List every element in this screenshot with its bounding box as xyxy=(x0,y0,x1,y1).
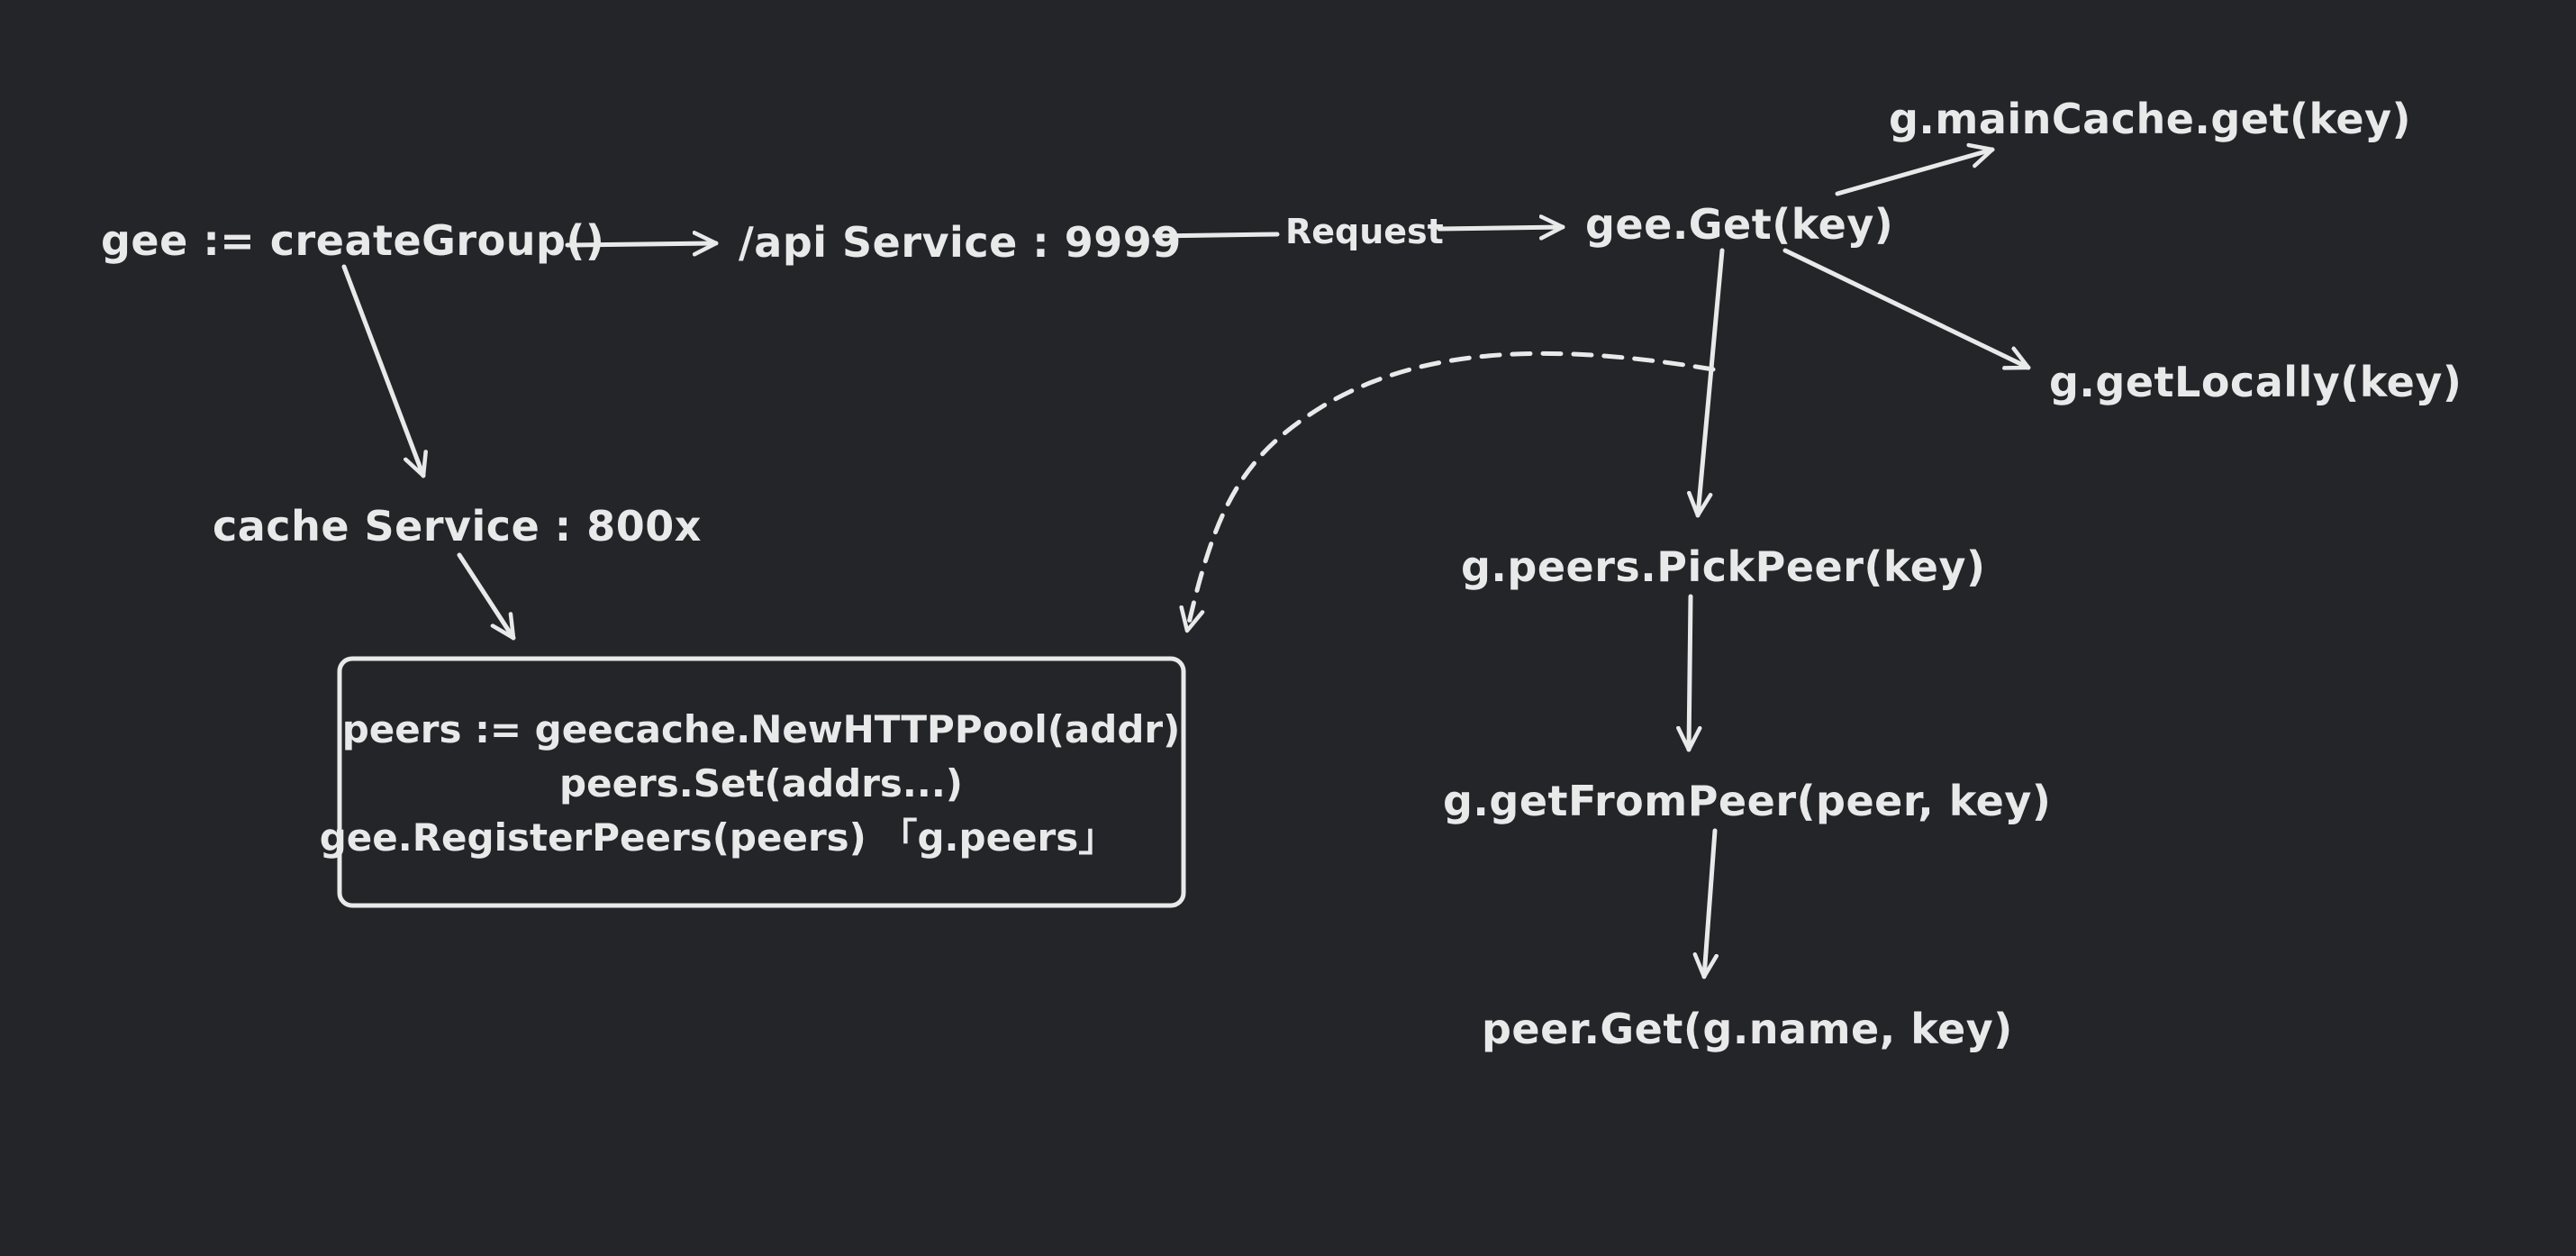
node-peer-get: peer.Get(g.name, key) xyxy=(1482,1005,2013,1053)
node-gee-get: gee.Get(key) xyxy=(1585,200,1893,249)
edge-api-to-request xyxy=(1152,232,1280,239)
setup-box-line-2: peers.Set(addrs...) xyxy=(559,761,963,805)
edges xyxy=(341,150,2031,979)
node-cache-service: cache Service : 800x xyxy=(213,502,702,551)
setup-box-line-3: gee.RegisterPeers(peers) 「g.peers」 xyxy=(320,815,1117,860)
edge-gee-get-to-get-locally xyxy=(1782,248,2031,368)
edge-gee-get-to-main-cache xyxy=(1835,150,1995,196)
edge-pick-peer-to-get-from-peer xyxy=(1689,594,1691,752)
node-create-group: gee := createGroup() xyxy=(101,216,604,265)
node-get-locally: g.getLocally(key) xyxy=(2049,358,2462,406)
node-api-service: /api Service : 9999 xyxy=(739,218,1182,267)
edge-request-to-gee-get xyxy=(1437,227,1565,229)
setup-box xyxy=(337,656,1186,908)
edge-get-from-peer-to-peer-get xyxy=(1704,828,1715,979)
node-main-cache-get: g.mainCache.get(key) xyxy=(1889,95,2411,143)
edge-dashed-return-to-box xyxy=(1187,350,1716,633)
edge-create-group-to-api xyxy=(565,243,719,245)
setup-box-line-1: peers := geecache.NewHTTPPool(addr) xyxy=(342,707,1181,751)
node-get-from-peer: g.getFromPeer(peer, key) xyxy=(1443,777,2051,825)
edge-create-group-to-cache-service xyxy=(341,264,423,478)
edge-label-request: Request xyxy=(1285,212,1444,251)
edge-gee-get-to-pick-peer xyxy=(1698,248,1725,518)
edge-cache-service-to-box xyxy=(457,552,516,641)
node-pick-peer: g.peers.PickPeer(key) xyxy=(1461,542,1986,591)
